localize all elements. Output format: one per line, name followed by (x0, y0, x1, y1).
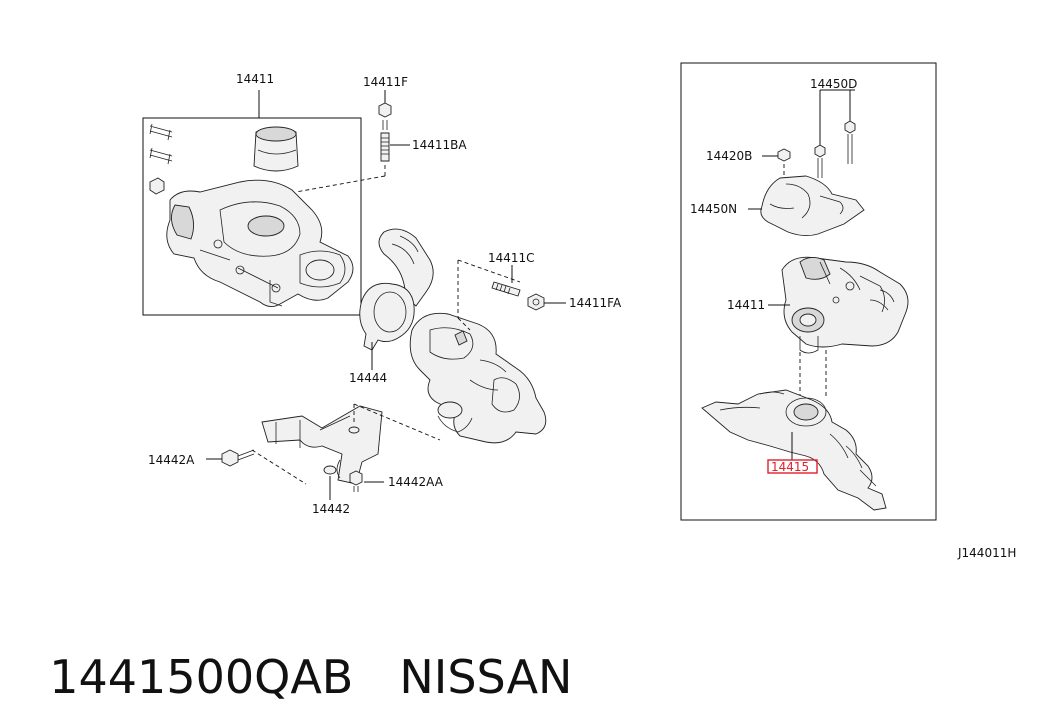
brand-name: NISSAN (399, 650, 573, 704)
nut-14411f-drawing (378, 102, 392, 118)
stud-14411ba-drawing (380, 132, 390, 162)
inset-turbocharger-drawing (781, 256, 909, 354)
exhaust-outlet-drawing (409, 312, 547, 444)
callout-14415: 14415 (771, 460, 809, 474)
nut-14420b-drawing (777, 148, 791, 162)
figure-code: J144011H (957, 546, 1016, 560)
callout-14411f: 14411F (363, 75, 408, 89)
bracket-14442-drawing (261, 405, 383, 485)
heat-shield-14450n-drawing (760, 175, 865, 237)
heat-shield-14415-drawing (701, 389, 887, 511)
callout-14420b: 14420B (706, 149, 752, 163)
callout-14442aa: 14442AA (388, 475, 444, 489)
callout-14442a: 14442A (148, 453, 195, 467)
gasket-14444-drawing (359, 282, 415, 351)
bolt-14442aa-drawing (349, 470, 363, 486)
nut-14411fa-drawing (527, 293, 545, 311)
bolt-14442a-drawing (221, 449, 239, 467)
callout-14411c: 14411C (488, 251, 535, 265)
callout-14450d: 14450D (810, 77, 857, 91)
inset-frame (680, 62, 937, 521)
callout-14411-top: 14411 (236, 72, 274, 86)
highlight-box-14415 (767, 459, 818, 474)
callout-14411ba: 14411BA (412, 138, 467, 152)
callout-14411-inset: 14411 (727, 298, 765, 312)
turbocharger-drawing (149, 123, 354, 307)
callout-14450n: 14450N (690, 202, 737, 216)
part-caption: 1441500QAB NISSAN (20, 596, 572, 704)
part-number: 1441500QAB (49, 650, 354, 704)
callout-14442: 14442 (312, 502, 350, 516)
bolt-14450d-drawing (814, 144, 826, 158)
parts-diagram: 14411 14411F 14411BA 14411C 14411FA 1444… (142, 62, 1016, 560)
turbocharger-frame (142, 117, 362, 316)
callout-14444: 14444 (349, 371, 387, 385)
callout-14411fa: 14411FA (569, 296, 622, 310)
stud-14411c-drawing (491, 281, 521, 297)
